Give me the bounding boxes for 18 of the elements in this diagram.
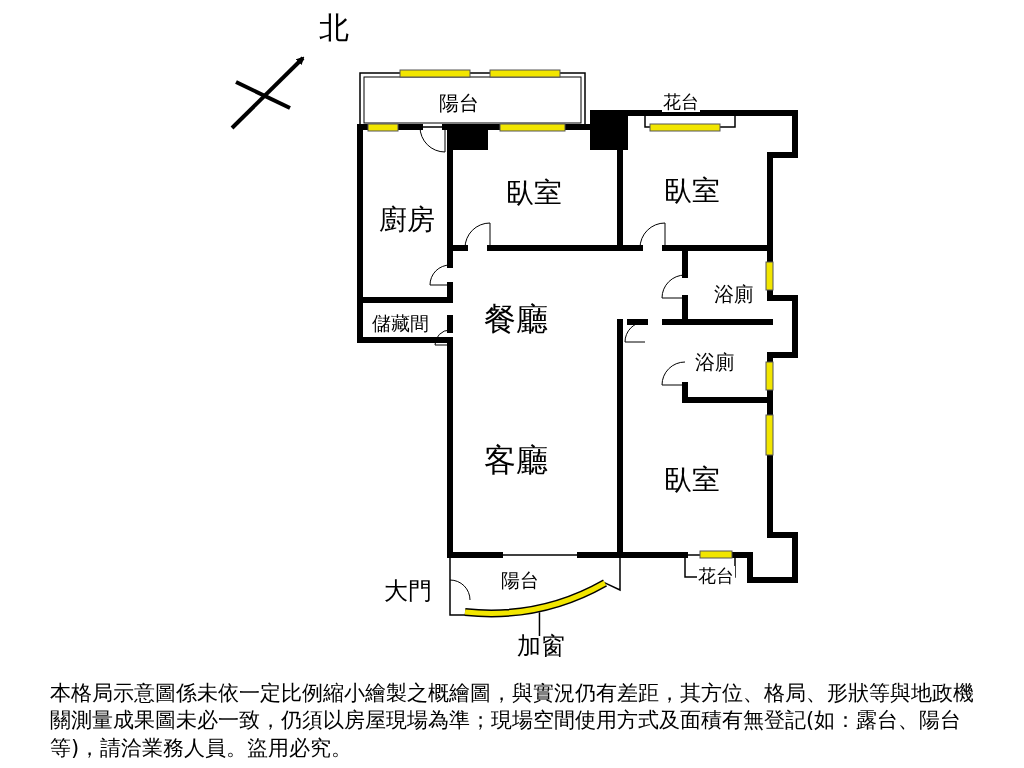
room-label: 餐廳 bbox=[483, 302, 549, 336]
room-label: 陽台 bbox=[500, 570, 540, 591]
room-label: 陽台 bbox=[438, 92, 480, 114]
room-label: 浴廁 bbox=[713, 283, 755, 305]
compass-label: 北 bbox=[318, 12, 350, 44]
door-label: 大門 bbox=[383, 578, 433, 604]
room-label: 廚房 bbox=[378, 205, 436, 235]
room-label: 臥室 bbox=[505, 178, 563, 208]
room-label: 花台 bbox=[697, 566, 735, 586]
room-label: 客廳 bbox=[483, 443, 549, 477]
room-label: 儲藏間 bbox=[371, 313, 430, 334]
room-label: 臥室 bbox=[663, 465, 721, 495]
room-label: 臥室 bbox=[663, 176, 721, 206]
room-label: 浴廁 bbox=[694, 351, 736, 373]
window-label: 加窗 bbox=[517, 634, 565, 658]
caption: 本格局示意圖係未依一定比例縮小繪製之概繪圖，與實況仍有差距，其方位、格局、形狀等與地政機關測量成果圖未必一致，仍須以房屋現場為準；現場空間使用方式及面積有無登記(如：露台、陽台等)，請洽業務人員。盜用必究。 bbox=[50, 680, 975, 762]
room-label: 花台 bbox=[662, 92, 700, 112]
leader-line bbox=[538, 611, 541, 637]
